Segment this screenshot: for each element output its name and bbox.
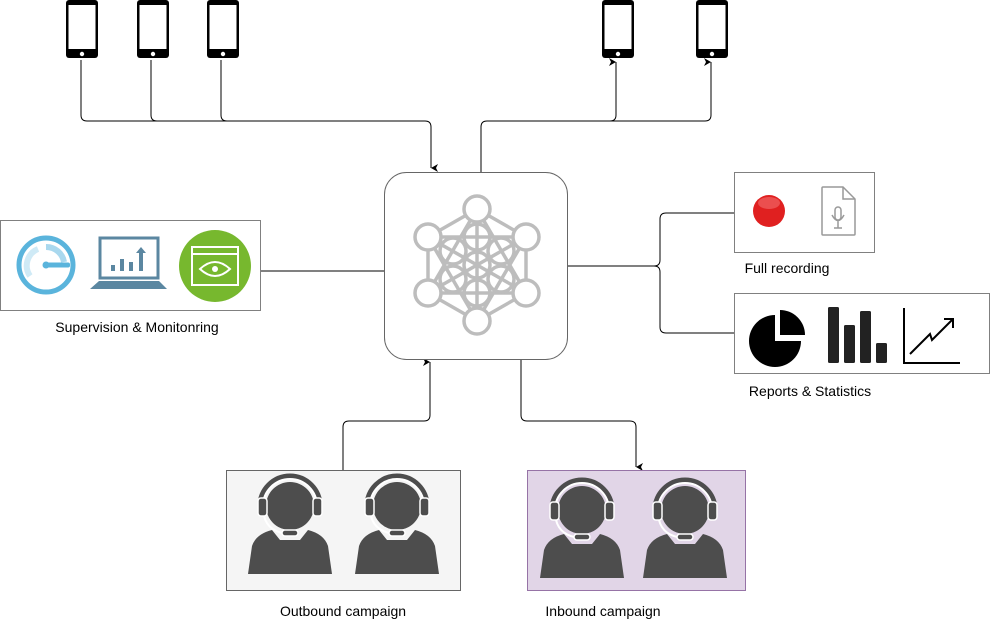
speedometer-icon <box>16 235 76 295</box>
recording-label: Full recording <box>744 260 830 276</box>
connectors <box>80 58 734 471</box>
connector-phone-2 <box>150 60 425 122</box>
phone-icon <box>602 0 634 58</box>
connector-inbound <box>520 359 643 471</box>
connector-recording <box>568 212 734 267</box>
phone-icon <box>207 0 239 58</box>
bar-chart-icon <box>828 307 887 363</box>
audio-file-icon <box>821 186 856 236</box>
metatrons-cube-icon <box>413 194 541 336</box>
phone-icon <box>696 0 728 58</box>
phone-icon <box>66 0 98 58</box>
reports-label: Reports & Statistics <box>748 383 872 399</box>
connector-phone-4 <box>480 58 617 172</box>
line-chart-icon <box>903 308 960 364</box>
laptop-chart-icon <box>90 236 167 289</box>
connector-outbound <box>342 358 431 470</box>
outbound-label: Outbound campaign <box>279 603 407 619</box>
connector-phone-5 <box>610 58 712 122</box>
supervision-label: Supervision & Monitonring <box>55 319 219 335</box>
pie-chart-icon <box>749 310 805 367</box>
inbound-label: Inbound campaign <box>545 603 661 619</box>
phone-icon <box>137 0 169 58</box>
connector-phone-3 <box>220 60 425 122</box>
eye-window-icon <box>179 230 251 302</box>
record-button-icon <box>753 195 785 227</box>
connector-phone-1 <box>80 60 438 172</box>
connector-reports <box>653 265 734 334</box>
